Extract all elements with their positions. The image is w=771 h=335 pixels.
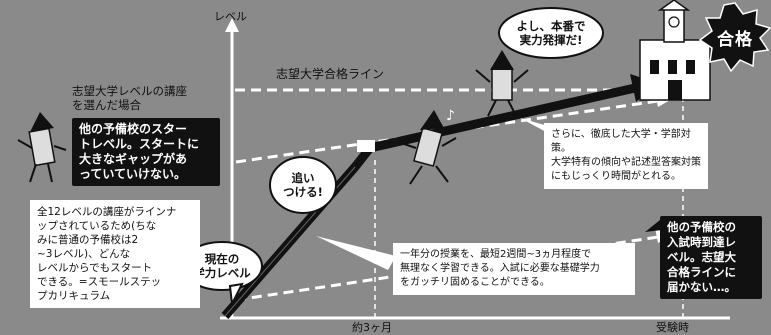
top-bubble-shape	[498, 7, 604, 59]
others-warning-box: 他の予備校のスター トレベル。スタートに 大きなギャップがあ っていていけない。	[72, 118, 220, 186]
right-box: さらに、徹底した大学・学部対策。 大学特有の傾向や記述型答案対策 にもじっくり時…	[544, 123, 708, 189]
svg-text:♪: ♪	[446, 108, 455, 124]
pencil-character-top-icon	[475, 50, 529, 117]
y-axis-label: レベル	[214, 10, 247, 23]
others-start-label: 志望大学レベルの講座 を選んだ場合	[72, 84, 187, 112]
pass-starburst	[698, 2, 771, 73]
pencil-character-middle-icon: ♪	[397, 108, 457, 185]
middle-box-pointer	[316, 236, 396, 270]
chase-bubble-shape	[269, 156, 337, 214]
step-marker	[357, 140, 375, 152]
current-level-bubble: 現在の 学力レベル	[193, 252, 251, 280]
x-tick-exam: 受験時	[656, 321, 689, 334]
right-box-pointer	[520, 118, 550, 134]
middle-box: 一年分の授業を、最短2週間~3ヵ月程度で 無理なく学習できる。入試に必要な基礎学…	[393, 243, 635, 295]
bottom-right-box: 他の予備校の 入試時到達レ ベル。志望大 合格ラインに 届かない…。	[660, 216, 762, 299]
university-building-icon	[639, 0, 711, 101]
y-axis-arrowhead	[225, 18, 239, 32]
target-line-label: 志望大学合格ライン	[276, 67, 385, 81]
x-tick-3months: 約3ヶ月	[352, 321, 392, 334]
pencil-character-left-icon	[17, 112, 67, 183]
progress-arrow	[221, 83, 636, 319]
top-bubble: よし、本番で 実力発揮だ!	[516, 19, 586, 47]
chase-bubble: 追い つける!	[283, 171, 323, 199]
pass-label: 合格	[717, 30, 753, 50]
current-level-bubble-tail	[228, 282, 244, 308]
curriculum-box: 全12レベルの講座がラインナ ップされているため(ちな みに普通の予備校は2 ~…	[30, 200, 200, 308]
bottom-right-pointer	[645, 220, 662, 232]
